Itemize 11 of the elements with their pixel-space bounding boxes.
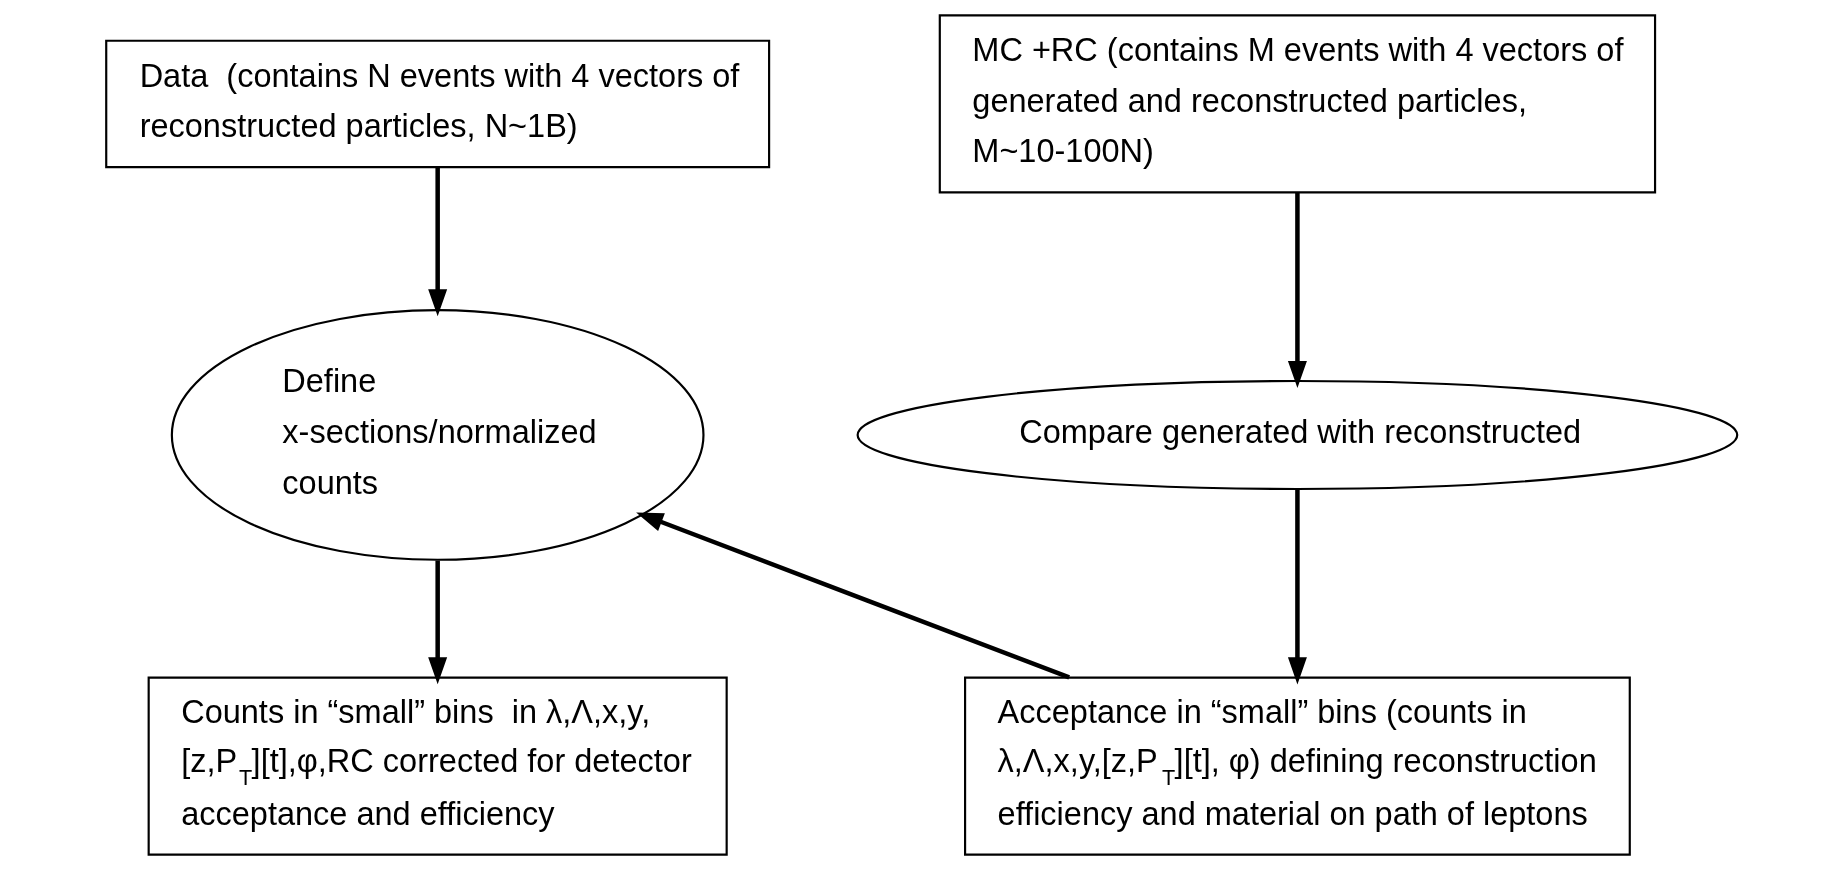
node-box: Counts in “small” bins in λ,Λ,x,y, [z,P$_{T}$][t],φ,RC corrected for detector acceptance and efficiency [147, 676, 728, 856]
arrow [1287, 192, 1307, 389]
node-ellipse: Compare generated with reconstructed [856, 379, 1739, 491]
node-box: Acceptance in “small” bins (counts in λ,Λ,x,y,[z,P$_{T}$][t], φ) defining reconstruction efficiency and material on path of leptons [964, 676, 1631, 856]
arrow [636, 512, 1070, 680]
node-box: MC +RC (contains M events with 4 vectors of generated and reconstructed particles, M~10-100N) [938, 14, 1657, 194]
node-box: Data (contains N events with 4 vectors of reconstructed particles, N~1B) [105, 39, 771, 169]
node-ellipse: Define x-sections/normalized counts [170, 309, 705, 561]
arrow [1287, 488, 1307, 685]
arrow [428, 167, 448, 317]
arrow [428, 560, 448, 685]
